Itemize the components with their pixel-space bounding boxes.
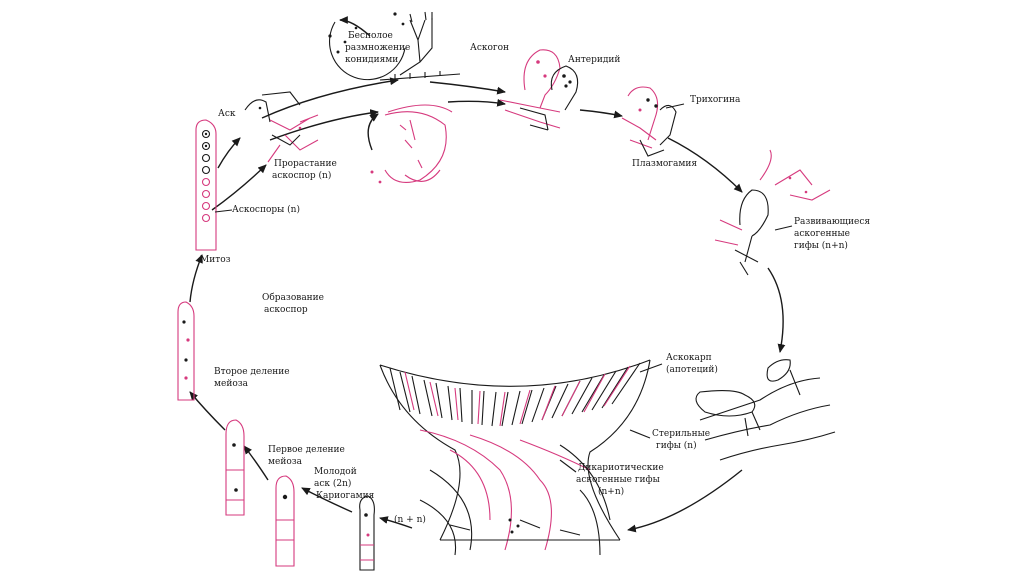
label-dikaryotic-2: аскогенные гифы (576, 475, 660, 485)
label-germination-2: аскоспор (n) (272, 170, 331, 181)
arrow-to-ascus-open (217, 137, 241, 169)
ascus-with-ascospores (195, 119, 217, 251)
ascospore-germination (244, 91, 319, 163)
label-ascospore-formation-2: аскоспор (264, 305, 308, 315)
arrow-germination (269, 109, 379, 141)
label-antheridium: Антеридий (568, 55, 620, 65)
ascogenous-hyphae-stage (714, 149, 831, 276)
label-first-meiosis-2: мейоза (268, 457, 303, 467)
label-asexual-1: Бесполое (348, 31, 393, 41)
arrow-to-young-ascus (301, 487, 353, 513)
label-ascogenous-1: Развивающиеся (794, 217, 870, 227)
label-sterile-2: гифы (n) (656, 440, 697, 451)
label-mitosis: Митоз (200, 255, 231, 265)
label-ascospore-formation-1: Образование (262, 292, 324, 303)
apothecium-section (379, 359, 651, 556)
label-germination-1: Прорастание (274, 159, 337, 169)
label-ascogenous-3: гифы (n+n) (794, 240, 848, 251)
arrow-to-ascogenous (667, 137, 743, 193)
asci-pink (404, 365, 631, 427)
label-asexual-3: конидиями (345, 55, 398, 65)
label-ascus: Аск (218, 109, 236, 119)
arrow-to-germination (211, 164, 267, 211)
ascocarp-stage (695, 359, 836, 461)
label-trichogyne: Трихогина (690, 95, 741, 105)
arrow-to-karyogamy (379, 516, 413, 529)
labels: Бесполое размножение конидиями Аскогон А… (200, 31, 870, 525)
arrow-to-apothecium (627, 469, 743, 533)
arrow-conidia-return (367, 113, 379, 151)
label-young-ascus-1: Молодой (314, 467, 357, 477)
arrow-to-ascocarp (767, 267, 786, 353)
ascus-second-meiosis (177, 301, 195, 401)
label-asexual-2: размножение (345, 43, 410, 53)
ascus-first-meiosis (225, 419, 245, 516)
ascus-young (275, 475, 295, 567)
label-ascogenous-2: аскогенные (794, 229, 850, 239)
arrow-to-ascogon-2 (447, 98, 506, 107)
arrow-to-conidia (261, 77, 399, 119)
label-ascogon: Аскогон (470, 43, 509, 53)
arrow-to-mitosis (189, 254, 203, 303)
label-first-meiosis-1: Первое деление (268, 445, 345, 455)
label-ascocarp-2: (апотеций) (666, 364, 718, 375)
label-nn: (n + n) (394, 514, 426, 525)
label-ascospores: Аскоспоры (n) (232, 204, 300, 215)
tissue-hyphae (419, 429, 620, 556)
cycle-arrows (189, 16, 786, 533)
label-plasmogamy: Плазмогамия (632, 159, 697, 169)
leader-lines (214, 103, 793, 473)
arrow-to-ascogon (429, 81, 506, 95)
arrow-to-second-meiosis (189, 391, 226, 431)
hymenium-paraphyses (389, 362, 641, 427)
label-dikaryotic-3: (n+n) (598, 486, 624, 497)
ascogon-antheridium (499, 49, 579, 131)
arrow-to-first-meiosis (243, 445, 269, 481)
label-dikaryotic-1: Дикариотические (578, 463, 664, 473)
label-sterile-1: Стерильные (652, 429, 710, 439)
label-second-meiosis-1: Второе деление (214, 367, 290, 377)
trichogyne-stage (621, 86, 677, 157)
arrow-conidia-loop (339, 16, 371, 37)
arrow-to-trichogyne (579, 109, 623, 119)
label-second-meiosis-2: мейоза (214, 379, 249, 389)
conidia-loop (328, 11, 461, 81)
hyphal-loop (370, 104, 453, 184)
ascus-karyogamy (359, 495, 375, 571)
label-karyogamy: Кариогамия (316, 491, 375, 501)
label-ascocarp-1: Аскокарп (666, 353, 712, 363)
label-young-ascus-2: аск (2n) (314, 478, 351, 489)
